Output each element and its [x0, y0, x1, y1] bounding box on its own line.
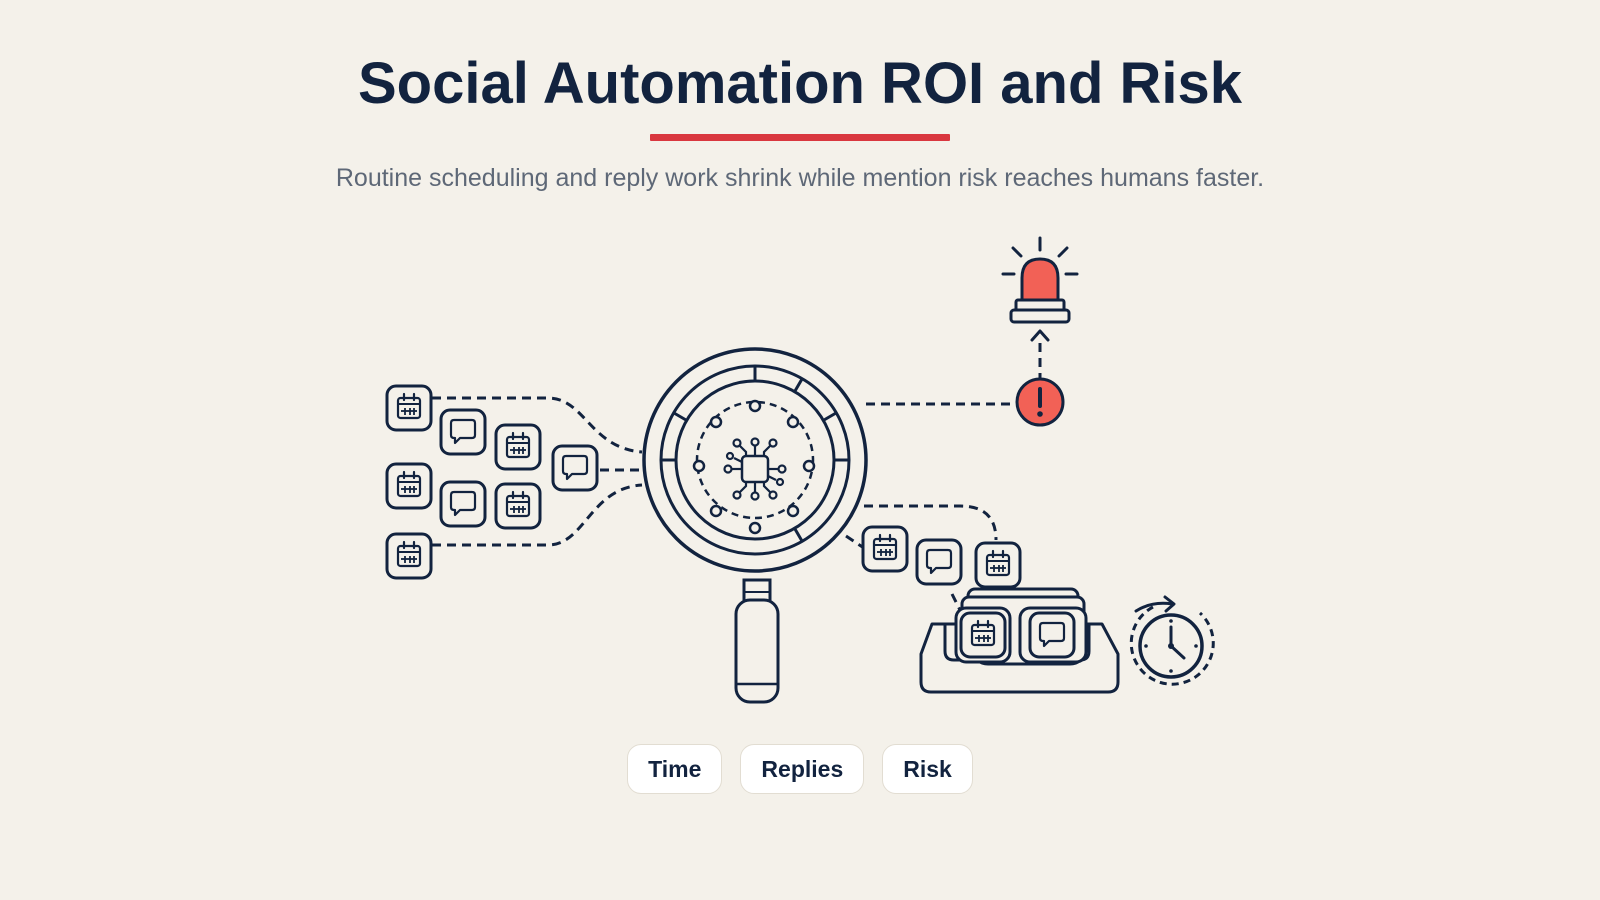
chip-time: Time: [627, 744, 723, 794]
chip-risk: Risk: [882, 744, 973, 794]
chip-icon: [723, 437, 787, 501]
siren-icon: [1001, 236, 1079, 324]
calendar-icon: [494, 423, 542, 471]
chat-bubble-icon: [915, 538, 963, 586]
chip-replies: Replies: [740, 744, 865, 794]
output-path: [845, 504, 998, 611]
exclamation-icon: [1015, 377, 1065, 427]
metric-chips: Time Replies Risk: [0, 744, 1600, 798]
chat-bubble-icon: [1028, 611, 1076, 659]
inbox-tray-icon: [919, 587, 1120, 694]
calendar-icon: [385, 462, 433, 510]
incoming-posts: [385, 384, 599, 580]
inflow-lines: [432, 396, 643, 547]
calendar-icon: [959, 611, 1007, 659]
calendar-icon: [494, 482, 542, 530]
calendar-icon: [385, 532, 433, 580]
chat-bubble-icon: [439, 480, 487, 528]
calendar-icon: [974, 541, 1022, 589]
clock-icon: [1129, 595, 1215, 686]
chat-bubble-icon: [439, 408, 487, 456]
calendar-icon: [861, 525, 909, 573]
page-title: Social Automation ROI and Risk: [357, 51, 1243, 116]
page-subtitle: Routine scheduling and reply work shrink…: [335, 164, 1265, 192]
chat-bubble-icon: [551, 444, 599, 492]
processed-posts: [861, 525, 1022, 589]
calendar-icon: [385, 384, 433, 432]
title-underline: [650, 134, 950, 141]
magnifier-icon: [642, 347, 868, 704]
risk-path: [866, 338, 1042, 406]
